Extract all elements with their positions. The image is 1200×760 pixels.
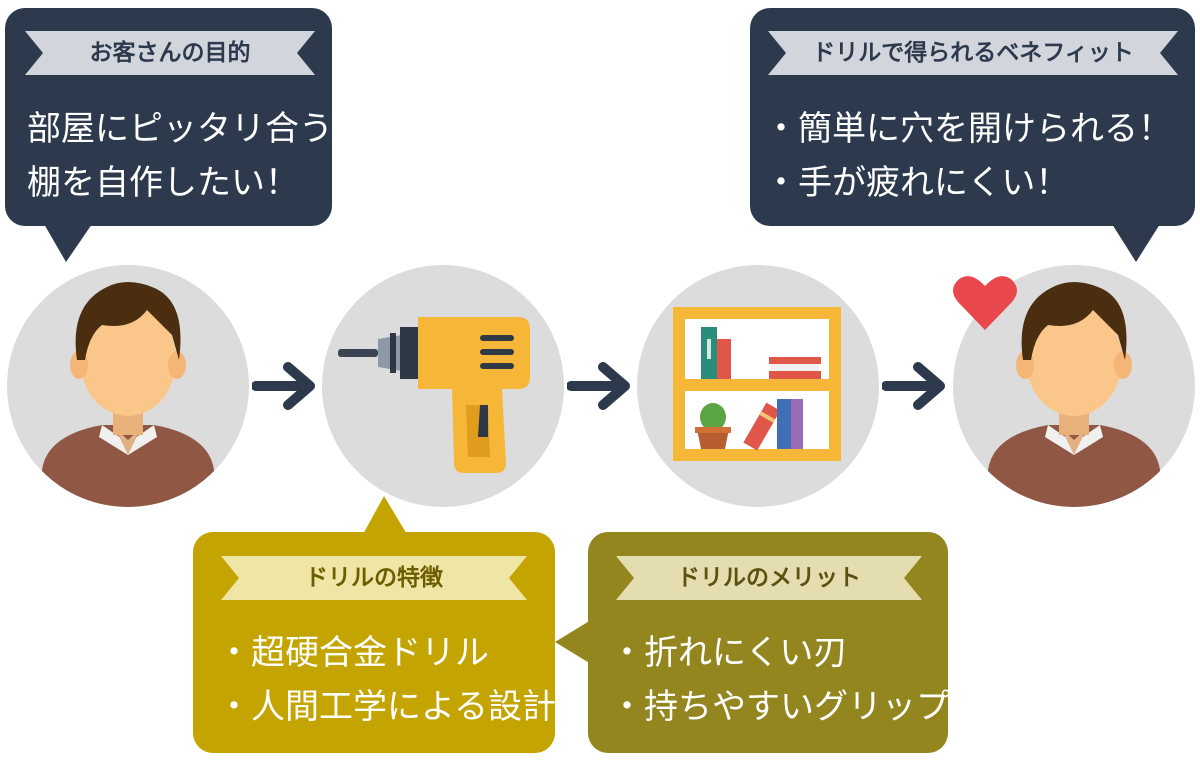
merits-line: ・折れにくい刃	[610, 633, 848, 673]
benefits-line: ・簡単に穴を開けられる！	[764, 109, 1172, 149]
features-title: ドリルの特徴	[221, 556, 527, 600]
customer-goal-tail	[44, 224, 92, 262]
drill-circle	[322, 265, 564, 507]
customer-goal-line: 棚を自作したい！	[27, 163, 299, 203]
customer-goal-line: 部屋にピッタリ合う	[27, 109, 333, 149]
benefits-title: ドリルで得られるベネフィット	[768, 31, 1178, 75]
arrow-right-icon	[252, 362, 315, 410]
benefits-tail	[1112, 224, 1160, 262]
arrow-right-icon	[567, 362, 630, 410]
shelf-circle	[637, 265, 879, 507]
customer-circle	[7, 265, 249, 507]
customer-goal-bubble: お客さんの目的 部屋にピッタリ合う 棚を自作したい！	[5, 8, 333, 226]
benefits-line: ・手が疲れにくい！	[764, 163, 1070, 203]
person-icon	[42, 282, 214, 507]
customer-goal-text: 部屋にピッタリ合う 棚を自作したい！	[27, 102, 333, 210]
person-icon	[988, 282, 1160, 507]
drill-icon	[338, 317, 530, 473]
benefits-bubble: ドリルで得られるベネフィット ・簡単に穴を開けられる！ ・手が疲れにくい！	[750, 8, 1195, 226]
shelf-icon	[673, 307, 841, 461]
heart-icon	[953, 276, 1017, 330]
merits-text: ・折れにくい刃 ・持ちやすいグリップ	[610, 626, 950, 734]
merits-title: ドリルのメリット	[616, 556, 922, 600]
merits-bubble: ドリルのメリット ・折れにくい刃 ・持ちやすいグリップ	[588, 532, 950, 753]
benefits-text: ・簡単に穴を開けられる！ ・手が疲れにくい！	[764, 102, 1172, 210]
features-bubble: ドリルの特徴 ・超硬合金ドリル ・人間工学による設計	[193, 532, 556, 753]
customer-goal-title: お客さんの目的	[25, 31, 315, 75]
arrow-right-icon	[882, 362, 945, 410]
features-tail	[362, 496, 408, 536]
merits-tail	[555, 620, 591, 664]
features-line: ・超硬合金ドリル	[217, 633, 489, 673]
features-line: ・人間工学による設計	[217, 687, 556, 727]
merits-line: ・持ちやすいグリップ	[610, 687, 950, 727]
features-text: ・超硬合金ドリル ・人間工学による設計	[217, 626, 556, 734]
